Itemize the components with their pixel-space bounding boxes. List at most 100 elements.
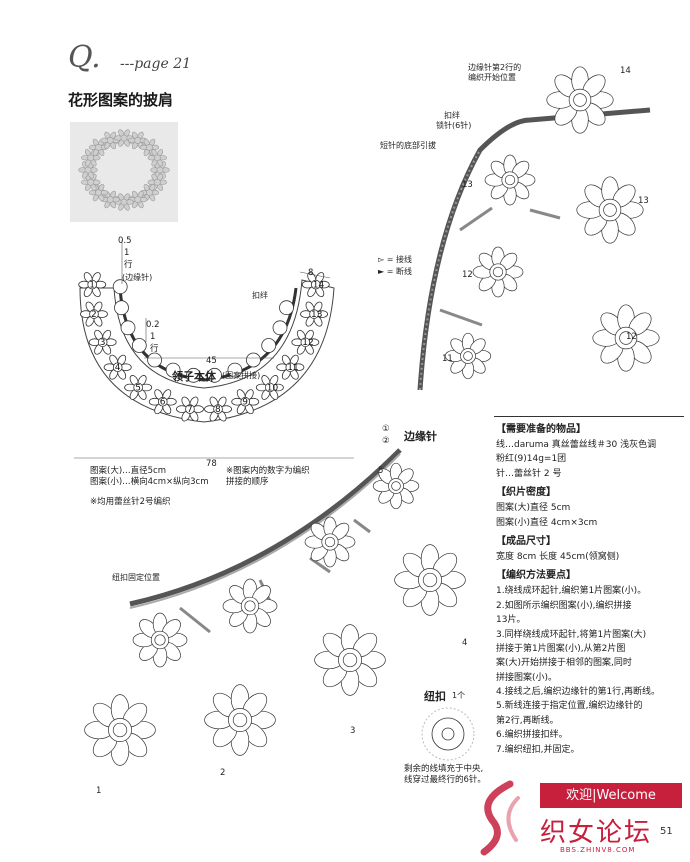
flower-motif-icon bbox=[124, 375, 153, 400]
forum-url: BBS.ZHINV8.COM bbox=[560, 846, 636, 854]
button-note: 剩余的线填充于中央, 线穿过最终行的6针。 bbox=[404, 764, 486, 787]
flower-motif-icon bbox=[301, 272, 330, 298]
dim-1row-d: 行 bbox=[150, 344, 159, 354]
flower-motif-icon bbox=[592, 304, 660, 372]
gauge-heading: 【织片密度】 bbox=[496, 487, 556, 499]
collar-clasp-label: 扣绊 bbox=[252, 291, 268, 300]
flower-motif-icon bbox=[100, 131, 120, 150]
note-small: 图案(小)…横向4cm×纵向3cm bbox=[90, 477, 209, 488]
flower-motif-icon bbox=[546, 66, 614, 134]
small-motif-icon bbox=[207, 367, 222, 383]
size-line-1: 宽度 8cm 长度 45cm(领窝侧) bbox=[496, 551, 620, 562]
flower-motif-icon bbox=[472, 246, 524, 298]
flower-motif-icon bbox=[139, 138, 160, 156]
small-motif-icon bbox=[261, 338, 277, 353]
join-arrow-icon: ▻ bbox=[378, 255, 385, 264]
motif-number: 9 bbox=[242, 398, 248, 408]
upper-clasp-2: 锁针(6针) bbox=[436, 121, 472, 130]
upper-crochet-chart bbox=[417, 66, 660, 391]
legend-join: ▻ = 接线 bbox=[378, 254, 412, 265]
method-step: 1.绕线成环起针,编织第1片图案(小)。 bbox=[496, 586, 647, 597]
button-label: 纽扣 bbox=[424, 690, 446, 703]
method-step: 拼接于第1片图案(小),从第2片图 bbox=[496, 643, 626, 654]
small-motif-icon bbox=[245, 352, 261, 368]
motif-number: 6 bbox=[160, 398, 166, 408]
flower-motif-icon bbox=[176, 396, 204, 422]
row-2-marker: ② bbox=[382, 436, 390, 446]
button-note-2: 线穿过最终行的6针。 bbox=[404, 775, 486, 786]
flower-motif-icon bbox=[148, 389, 177, 415]
motif-number: 11 bbox=[287, 363, 298, 373]
dim-05: 0.5 bbox=[118, 236, 132, 246]
motif-number: 14 bbox=[313, 281, 325, 291]
materials-line-3: 针…蕾丝针 2 号 bbox=[496, 468, 562, 479]
method-step: 2.如图所示编织图案(小),编织拼接 bbox=[496, 600, 632, 611]
flower-motif-icon bbox=[132, 612, 188, 668]
method-step: 13片。 bbox=[496, 615, 526, 626]
motif-number: 12 bbox=[302, 338, 313, 348]
flower-motif-icon bbox=[394, 544, 466, 616]
instructions-panel: 【需要准备的物品】 线…daruma 真丝蕾丝线＃30 浅灰色调 粉红(9)14… bbox=[496, 422, 678, 757]
flower-motif-icon bbox=[276, 354, 305, 380]
upper-num-14: 14 bbox=[620, 66, 631, 76]
flower-motif-icon bbox=[84, 694, 156, 766]
materials-line-2: 粉红(9)14g=1团 bbox=[496, 454, 567, 465]
upper-num-13a: 13 bbox=[462, 180, 473, 190]
flower-motif-icon bbox=[128, 131, 148, 150]
method-heading: 【编织方法要点】 bbox=[496, 570, 576, 582]
lower-num-5: 5 bbox=[378, 466, 384, 476]
small-motif-icon bbox=[279, 300, 294, 316]
method-step: 5.新线连接于指定位置,编织边缘针的 bbox=[496, 701, 643, 712]
collar-side-note: ※图案内的数字为编织 拼接的顺序 bbox=[226, 466, 310, 489]
product-photo bbox=[70, 122, 178, 222]
motif-number: 10 bbox=[267, 384, 279, 394]
flower-motif-icon bbox=[78, 272, 107, 298]
flower-motif-icon bbox=[204, 396, 233, 422]
method-step: 7.编织纽扣,并固定。 bbox=[496, 744, 580, 755]
cut-arrow-icon: ► bbox=[378, 267, 385, 276]
dim-45: 45 bbox=[206, 356, 217, 366]
upper-num-12a: 12 bbox=[462, 270, 473, 280]
flower-motif-icon bbox=[444, 332, 492, 380]
note-hook: ※均用蕾丝针2号编织 bbox=[90, 496, 171, 507]
lower-edge-label: 边缘针 bbox=[404, 430, 437, 443]
button-diagram bbox=[421, 707, 475, 761]
lower-num-1: 1 bbox=[96, 786, 102, 796]
collar-photo-icon bbox=[78, 129, 170, 211]
motif-number: 8 bbox=[215, 405, 221, 415]
size-heading: 【成品尺寸】 bbox=[496, 535, 556, 547]
flower-motif-icon bbox=[147, 149, 167, 167]
small-motif-icon bbox=[165, 362, 181, 378]
method-step: 3.同样绕线成环起针,将第1片图案(大) bbox=[496, 629, 647, 640]
method-step: 案(大)开始拼接于相邻的图案,同时 bbox=[496, 658, 632, 669]
collar-notes: 图案(大)…直径5cm 图案(小)…横向4cm×纵向3cm ※均用蕾丝针2号编织 bbox=[90, 466, 208, 508]
collar-edge-label: (边缘针) bbox=[122, 273, 153, 282]
legend-cut: ► = 断线 bbox=[378, 266, 412, 277]
legend-join-text: = 接线 bbox=[386, 255, 412, 264]
flower-motif-icon bbox=[372, 462, 420, 510]
dim-1row-b: 行 bbox=[124, 260, 133, 270]
edge-start-label-1: 边缘针第2行的 bbox=[468, 63, 522, 72]
welcome-banner: 欢迎|Welcome bbox=[540, 783, 682, 808]
motif-number: 13 bbox=[311, 310, 322, 320]
dim-02: 0.2 bbox=[146, 320, 160, 330]
small-motif-icon bbox=[114, 300, 129, 316]
dim-8: 8 bbox=[308, 268, 314, 278]
flower-motif-icon bbox=[576, 176, 644, 244]
dim-78: 78 bbox=[206, 459, 217, 469]
lower-num-4: 4 bbox=[462, 638, 468, 648]
upper-num-13b: 13 bbox=[638, 196, 649, 206]
flower-motif-icon bbox=[204, 684, 276, 756]
small-motif-icon bbox=[120, 320, 136, 336]
method-step: 拼接图案(小)。 bbox=[496, 672, 558, 683]
method-step: 第2行,再断线。 bbox=[496, 715, 559, 726]
lower-crochet-chart bbox=[84, 448, 466, 766]
side-note-line-2: 拼接的顺序 bbox=[226, 477, 269, 488]
edge-start-label-2: 编织开始位置 bbox=[468, 73, 516, 82]
small-motif-icon bbox=[112, 279, 128, 295]
motif-number: 5 bbox=[135, 384, 141, 394]
small-motif-icon bbox=[131, 338, 147, 353]
button-note-1: 剩余的线填充于中央, bbox=[404, 764, 484, 774]
header-letter: Q. bbox=[68, 40, 101, 75]
